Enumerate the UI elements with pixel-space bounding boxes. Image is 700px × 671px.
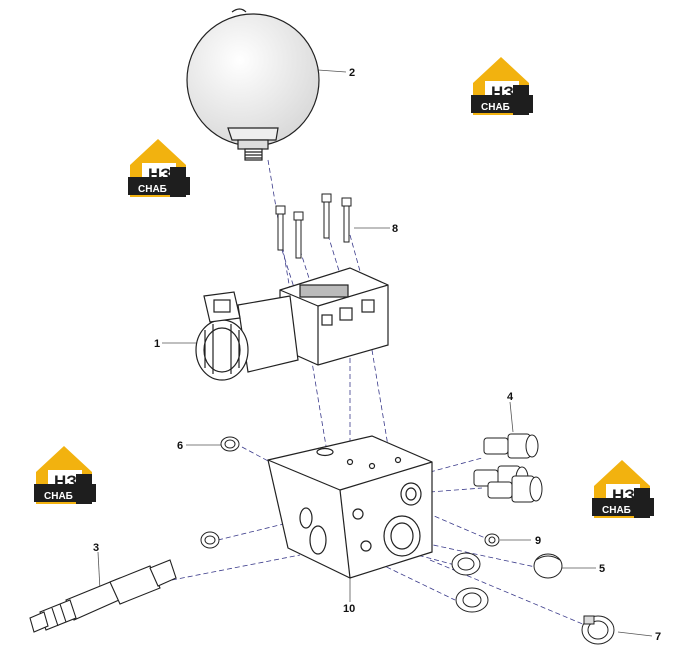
watermark-logo: НЗ СНАБ	[128, 139, 190, 197]
mounting-bolts	[275, 193, 352, 259]
plug-9	[484, 533, 500, 547]
plug-left	[200, 531, 220, 549]
callout-5: 5	[599, 563, 605, 575]
manifold-block	[267, 435, 433, 579]
watermark-logo: НЗ СНАБ	[471, 57, 533, 115]
callout-9: 9	[535, 535, 541, 547]
callout-8: 8	[392, 223, 398, 235]
svg-text:НЗ: НЗ	[612, 486, 635, 505]
svg-text:НЗ: НЗ	[54, 472, 77, 491]
callout-1: 1	[154, 338, 160, 350]
svg-text:НЗ: НЗ	[491, 83, 514, 102]
callout-2: 2	[349, 67, 355, 79]
watermark-logo: НЗ СНАБ	[592, 460, 654, 518]
solenoid-valve	[195, 267, 389, 381]
accumulator-sphere	[186, 8, 320, 161]
lower-fittings	[451, 552, 489, 613]
callout-10: 10	[343, 603, 355, 615]
svg-text:СНАБ: СНАБ	[138, 184, 167, 195]
cartridge-valve-3	[29, 559, 177, 633]
plug-6	[220, 436, 240, 452]
svg-text:СНАБ: СНАБ	[602, 505, 631, 516]
callout-6: 6	[177, 440, 183, 452]
svg-text:СНАБ: СНАБ	[44, 491, 73, 502]
leader-lines	[97, 69, 653, 637]
callout-7: 7	[655, 631, 661, 643]
svg-text:СНАБ: СНАБ	[481, 102, 510, 113]
watermark-logo: НЗ СНАБ	[34, 446, 96, 504]
fittings-4	[473, 433, 543, 503]
callouts: 2 8 1 4 6 3 9 5 10 7	[93, 67, 661, 643]
callout-4: 4	[507, 391, 514, 403]
plug-7	[581, 615, 615, 645]
callout-3: 3	[93, 542, 99, 554]
svg-text:НЗ: НЗ	[148, 165, 171, 184]
cap-5	[533, 553, 563, 579]
